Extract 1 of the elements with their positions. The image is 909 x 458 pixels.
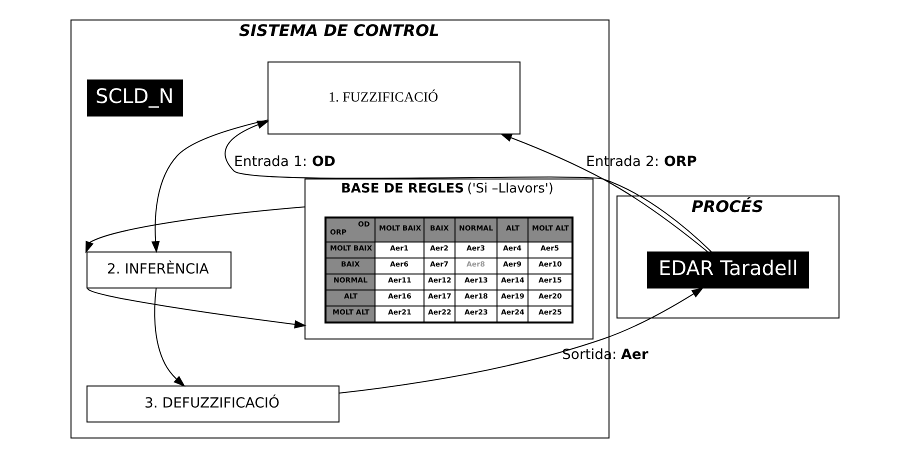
- edge-label: Entrada 1: OD: [234, 154, 336, 170]
